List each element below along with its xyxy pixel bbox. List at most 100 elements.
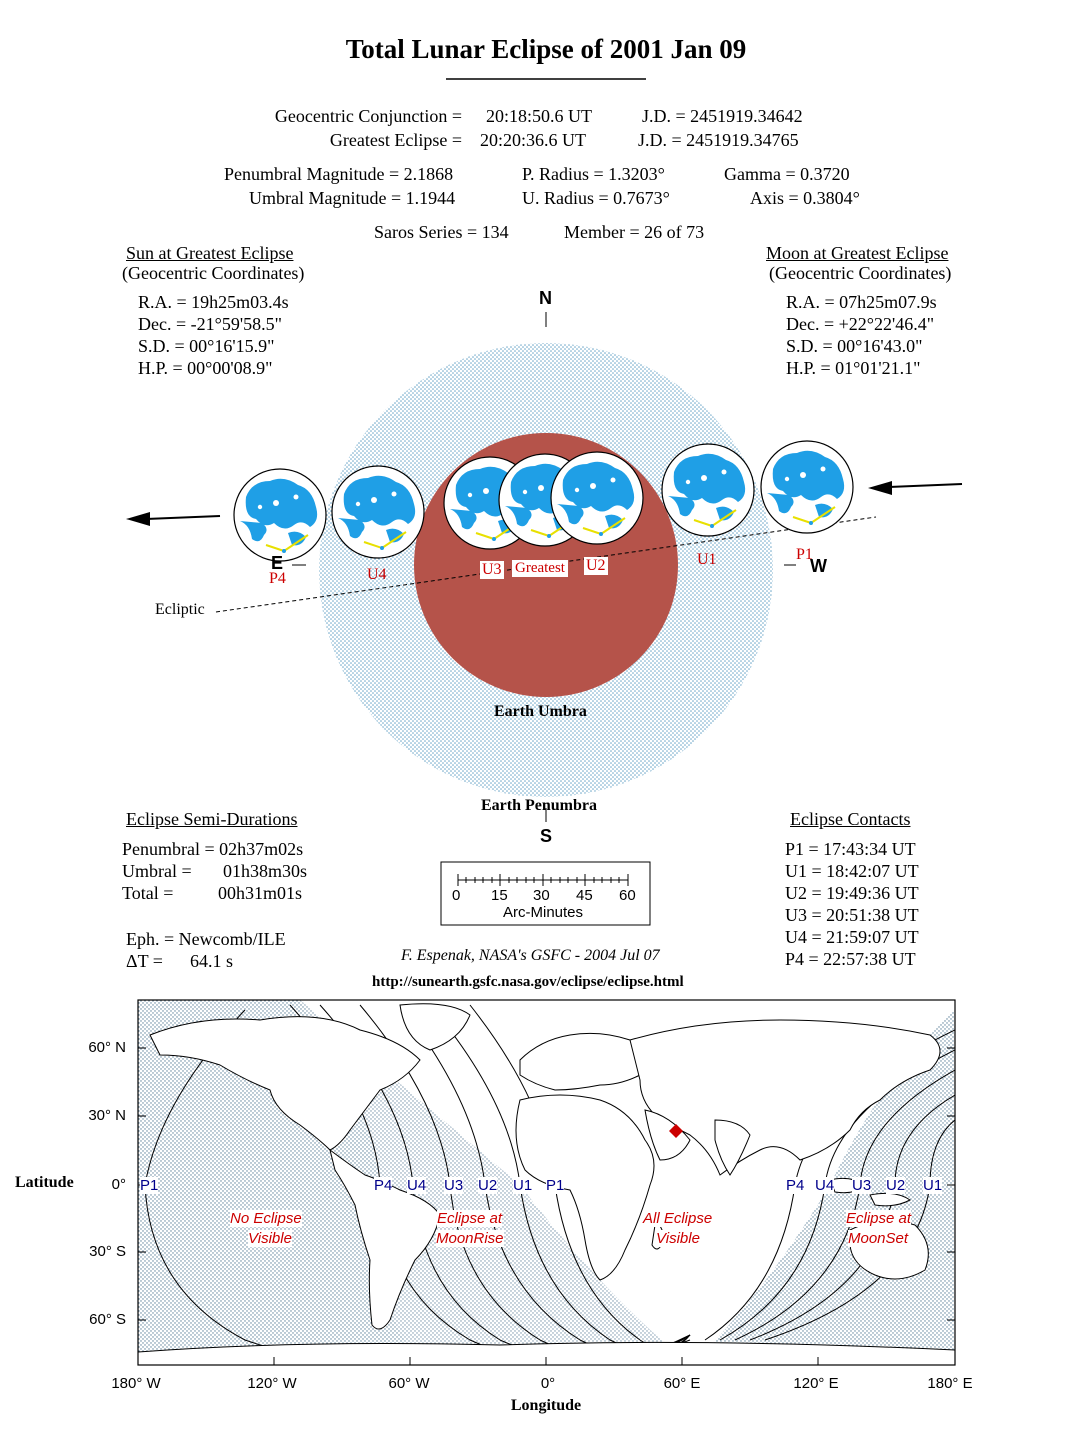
sun-sd: S.D. = 00°16'15.9" (138, 336, 275, 356)
map-label-u2-east: U2 (886, 1177, 906, 1194)
source-url: http://sunearth.gsfc.nasa.gov/eclipse/ec… (372, 974, 684, 990)
lon-tick-60w: 60° W (388, 1375, 430, 1392)
sun-subheading: (Geocentric Coordinates) (122, 263, 305, 283)
scale-tick-15: 15 (491, 887, 508, 904)
moon-sd: S.D. = 00°16'43.0" (786, 336, 923, 356)
region-no-eclipse-line2: Visible (248, 1230, 292, 1247)
lon-tick-120w: 120° W (247, 1375, 297, 1392)
lon-tick-0: 0° (540, 1375, 556, 1392)
lat-tick-60n: 60° N (88, 1039, 126, 1056)
saros-series: Saros Series = 134 (374, 222, 509, 242)
sun-ra: R.A. = 19h25m03.4s (138, 292, 289, 312)
scale-box (440, 861, 651, 926)
ecliptic-line (215, 516, 877, 613)
world-map (138, 1000, 955, 1365)
sub-lunar-point-marker (669, 1124, 683, 1138)
moon-ra: R.A. = 07h25m07.9s (786, 292, 937, 312)
contact-u2: U2 = 19:49:36 UT (785, 883, 919, 903)
region-all-visible-line2: Visible (656, 1230, 700, 1247)
region-no-eclipse-line1: No Eclipse (230, 1210, 302, 1227)
map-label-u1-east: U1 (923, 1177, 943, 1194)
page-title: Total Lunar Eclipse of 2001 Jan 09 (345, 34, 747, 64)
contact-p1: P1 = 17:43:34 UT (785, 839, 916, 859)
moon-u2 (550, 451, 644, 545)
moon-heading: Moon at Greatest Eclipse (766, 243, 949, 263)
contacts-heading: Eclipse Contacts (790, 809, 911, 829)
map-label-u3-west: U3 (444, 1177, 464, 1194)
scale-tick-0: 0 (452, 887, 461, 904)
sun-heading: Sun at Greatest Eclipse (126, 243, 294, 263)
credit-line: F. Espenak, NASA's GSFC - 2004 Jul 07 (401, 947, 660, 964)
moon-p4 (233, 468, 327, 562)
ecliptic-label: Ecliptic (155, 601, 205, 618)
moon-dec: Dec. = +22°22'46.4" (786, 314, 935, 334)
scale-tick-45: 45 (576, 887, 593, 904)
contact-label-p4: P4 (269, 570, 286, 587)
sun-hp: H.P. = 00°00'08.9" (138, 358, 273, 378)
contact-label-u2: U2 (584, 557, 608, 575)
contact-u1: U1 = 18:42:07 UT (785, 861, 919, 881)
greatest-time: 20:20:36.6 UT (480, 130, 586, 150)
lon-tick-180w: 180° W (111, 1375, 161, 1392)
saros-member: Member = 26 of 73 (564, 222, 705, 242)
lat-tick-30n: 30° N (88, 1107, 126, 1124)
contact-u3: U3 = 20:51:38 UT (785, 905, 919, 925)
duration-penumbral: Penumbral = 02h37m02s (122, 839, 304, 859)
conjunction-jd: J.D. = 2451919.34642 (642, 106, 803, 126)
map-label-u4-east: U4 (815, 1177, 835, 1194)
moon-coordinates: R.A. = 07h25m07.9s Dec. = +22°22'46.4" S… (786, 292, 937, 380)
lon-tick-120e: 120° E (793, 1375, 839, 1392)
contact-label-u4: U4 (367, 566, 387, 583)
entry-arrow-head (868, 481, 892, 495)
map-label-u4-west: U4 (407, 1177, 427, 1194)
moon-hp: H.P. = 01°01'21.1" (786, 358, 921, 378)
umbra-label: Earth Umbra (494, 703, 587, 720)
scale-tick-60: 60 (619, 887, 636, 904)
lon-tick-60e: 60° E (663, 1375, 701, 1392)
lat-tick-60s: 60° S (89, 1311, 126, 1328)
moon-u1 (661, 443, 755, 537)
ephemeris: Eph. = Newcomb/ILE (126, 929, 286, 949)
map-label-p1-east: P1 (546, 1177, 565, 1194)
contact-label-u1: U1 (697, 551, 717, 568)
region-moonset-line2: MoonSet (848, 1230, 909, 1247)
map-label-p4-west: P4 (374, 1177, 393, 1194)
map-label-p4-east: P4 (786, 1177, 805, 1194)
south-label: S (540, 826, 553, 846)
durations-heading: Eclipse Semi-Durations (126, 809, 298, 829)
contact-label-p1: P1 (796, 546, 813, 563)
lat-tick-0: 0° (111, 1176, 126, 1193)
map-y-axis-label: Latitude (15, 1174, 74, 1191)
sun-dec: Dec. = -21°59'58.5" (138, 314, 282, 334)
north-label: N (539, 288, 552, 308)
greatest-label: Greatest Eclipse = (329, 130, 462, 150)
duration-umbral-value: 01h38m30s (223, 861, 308, 881)
exit-arrow-line (145, 515, 221, 520)
duration-total-label: Total = (122, 883, 174, 903)
contact-p4: P4 = 22:57:38 UT (785, 949, 916, 969)
moon-subheading: (Geocentric Coordinates) (769, 263, 952, 283)
penumbral-radius: P. Radius = 1.3203° (522, 164, 665, 184)
scale-ruler (457, 874, 629, 886)
map-label-p1-west: P1 (140, 1177, 159, 1194)
moon-u4 (331, 465, 425, 559)
region-moonset-line1: Eclipse at (846, 1210, 912, 1227)
penumbra-label: Earth Penumbra (481, 797, 597, 814)
greatest-jd: J.D. = 2451919.34765 (638, 130, 799, 150)
contact-u4: U4 = 21:59:07 UT (785, 927, 919, 947)
duration-total-value: 00h31m01s (218, 883, 303, 903)
umbral-radius: U. Radius = 0.7673° (522, 188, 670, 208)
map-label-u1-west: U1 (513, 1177, 533, 1194)
contacts-list: P1 = 17:43:34 UT U1 = 18:42:07 UT U2 = 1… (785, 839, 919, 971)
penumbral-magnitude: Penumbral Magnitude = 2.1868 (224, 164, 454, 184)
map-axis-ticks (138, 1047, 955, 1365)
lat-tick-30s: 30° S (89, 1243, 126, 1260)
map-label-u2-west: U2 (478, 1177, 498, 1194)
east-label: E (271, 553, 284, 573)
lon-tick-180e: 180° E (927, 1375, 973, 1392)
delta-t-label: ΔT = (126, 951, 163, 971)
scale-unit-label: Arc-Minutes (503, 904, 584, 921)
contact-label-u3: U3 (480, 561, 504, 579)
conjunction-time: 20:18:50.6 UT (486, 106, 592, 126)
duration-umbral-label: Umbral = (122, 861, 192, 881)
